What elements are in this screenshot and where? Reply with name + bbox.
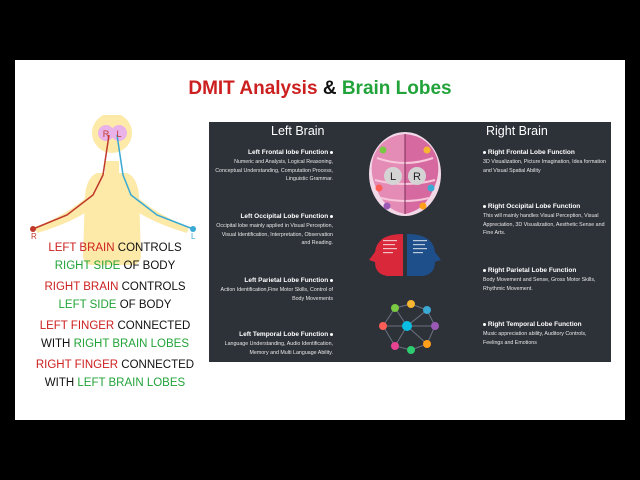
caption-1-d: OF BODY — [123, 259, 176, 272]
right-temporal-title: Right Temporal Lobe Function — [487, 321, 582, 328]
left-frontal-text: Numeric and Analysis, Logical Reasoning,… — [215, 159, 333, 182]
caption-4-a: RIGHT FINGER — [35, 359, 119, 371]
right-parietal-item: Right Parietal Lobe Function Body Moveme… — [483, 266, 607, 293]
caption-3-b: CONNECTED — [117, 320, 191, 332]
caption-4-c: WITH — [44, 376, 75, 389]
left-occipital-item: Left Occipital Lobe Function Occipital l… — [213, 212, 333, 248]
bullet-icon — [330, 332, 333, 336]
brain-lobes-panel: Left Brain Right Brain Left Frontal lobe… — [209, 122, 611, 362]
caption-2-d: OF BODY — [119, 298, 172, 311]
bullet-icon — [483, 322, 486, 326]
brain-label-l: L — [390, 171, 396, 183]
caption-3-d: RIGHT BRAIN LOBES — [73, 337, 190, 350]
heads-image — [369, 234, 441, 276]
caption-1-c: RIGHT SIDE — [54, 259, 121, 272]
brain-lobes-image: L R — [369, 132, 441, 216]
caption-1-b: CONTROLS — [117, 242, 182, 254]
body-figure-illustration: R L R L — [30, 115, 196, 265]
right-parietal-title: Right Parietal Lobe Function — [487, 267, 577, 274]
left-parietal-text: Action Identification,Fine Motor Skills,… — [220, 287, 333, 302]
right-occipital-title: Right Occipital Lobe Function — [487, 203, 581, 210]
caption-4-d: LEFT BRAIN LOBES — [77, 376, 186, 389]
head-label-r: R — [103, 129, 110, 139]
right-frontal-text: 3D Visualization, Picture Imagination, I… — [483, 159, 606, 174]
head-label-l: L — [116, 129, 121, 139]
right-occipital-item: Right Occipital Lobe Function This will … — [483, 202, 607, 238]
caption-2-c: LEFT SIDE — [58, 298, 117, 311]
left-temporal-item: Left Temporal Lobe Function Language Und… — [213, 330, 333, 357]
caption-2: RIGHT BRAIN CONTROLS LEFT SIDE OF BODY — [15, 279, 215, 314]
hand-label-r: R — [31, 232, 37, 241]
caption-1-a: LEFT BRAIN — [48, 242, 115, 254]
left-parietal-item: Left Parietal Lobe Function Action Ident… — [213, 276, 333, 303]
right-frontal-title: Right Frontal Lobe Function — [487, 149, 575, 156]
right-frontal-item: Right Frontal Lobe Function 3D Visualiza… — [483, 148, 607, 175]
slide-title: DMIT Analysis & Brain Lobes — [15, 78, 625, 100]
bullet-icon — [330, 214, 333, 218]
slide: DMIT Analysis & Brain Lobes R L R L LEFT… — [15, 60, 625, 420]
bullet-icon — [330, 278, 333, 282]
left-brain-header: Left Brain — [271, 124, 325, 138]
right-parietal-text: Body Movement and Sense, Gross Motor Ski… — [483, 277, 596, 292]
bullet-icon — [330, 150, 333, 154]
brain-label-r: R — [413, 171, 421, 183]
caption-2-a: RIGHT BRAIN — [44, 281, 119, 293]
hand-label-l: L — [191, 232, 196, 241]
right-occipital-text: This will mainly handles Visual Percepti… — [483, 213, 605, 236]
caption-2-b: CONTROLS — [121, 281, 186, 293]
caption-4: RIGHT FINGER CONNECTED WITH LEFT BRAIN L… — [15, 357, 215, 392]
caption-list: LEFT BRAIN CONTROLS RIGHT SIDE OF BODY R… — [15, 240, 215, 396]
left-temporal-text: Language Understanding, Audio Identifica… — [224, 341, 333, 356]
title-part2: Brain Lobes — [341, 78, 452, 99]
left-occipital-title: Left Occipital Lobe Function — [240, 213, 329, 220]
left-frontal-item: Left Frontal lobe Function Numeric and A… — [213, 148, 333, 184]
left-frontal-title: Left Frontal lobe Function — [248, 149, 329, 156]
caption-3-a: LEFT FINGER — [39, 320, 115, 332]
title-part1: DMIT Analysis — [188, 78, 318, 99]
title-ampersand: & — [322, 78, 337, 99]
caption-3-c: WITH — [40, 337, 71, 350]
left-parietal-title: Left Parietal Lobe Function — [244, 277, 329, 284]
left-occipital-text: Occipital lobe mainly applied in Visual … — [216, 223, 333, 246]
right-temporal-text: Music appreciation ability, Auditory Con… — [483, 331, 587, 346]
neural-network-image — [379, 300, 439, 354]
right-temporal-item: Right Temporal Lobe Function Music appre… — [483, 320, 607, 347]
caption-4-b: CONNECTED — [121, 359, 195, 371]
caption-3: LEFT FINGER CONNECTED WITH RIGHT BRAIN L… — [15, 318, 215, 353]
bullet-icon — [483, 150, 486, 154]
left-temporal-title: Left Temporal Lobe Function — [239, 331, 329, 338]
right-brain-header: Right Brain — [486, 124, 548, 138]
bullet-icon — [483, 268, 486, 272]
caption-1: LEFT BRAIN CONTROLS RIGHT SIDE OF BODY — [15, 240, 215, 275]
bullet-icon — [483, 204, 486, 208]
